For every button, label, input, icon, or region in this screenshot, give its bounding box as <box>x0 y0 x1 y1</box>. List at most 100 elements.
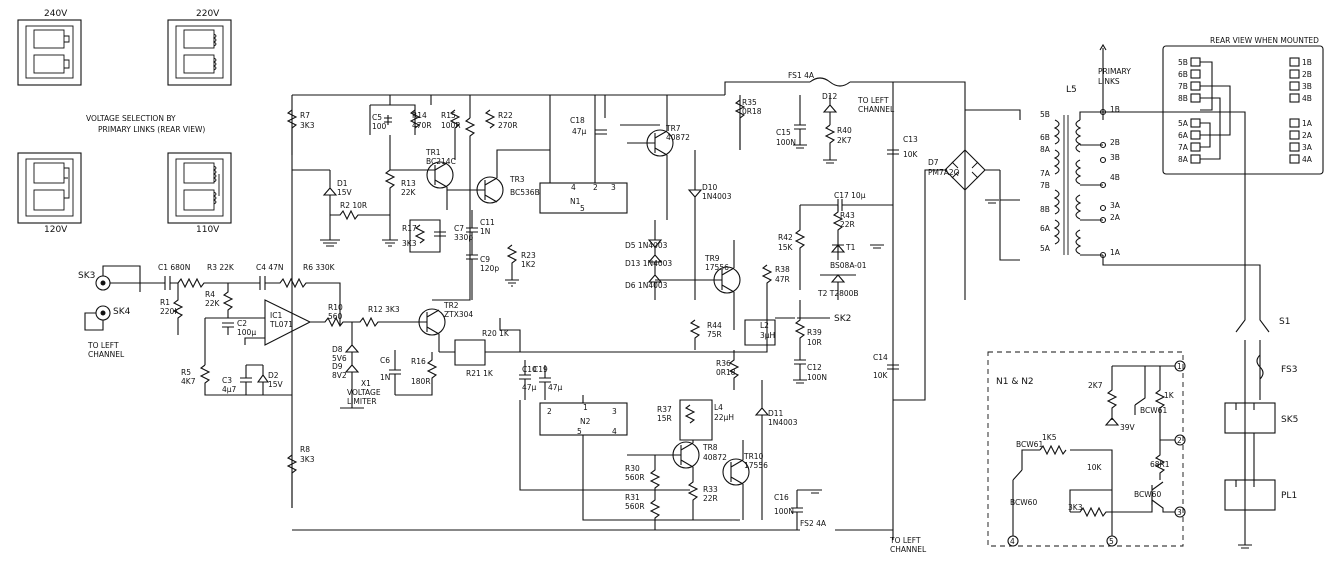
l5-label: L5 <box>1066 85 1077 95</box>
r44-value: 75R <box>707 330 722 339</box>
voltage-option-220: 220V <box>196 9 220 19</box>
r42-value: 15K <box>778 243 794 252</box>
r16-value: 180R <box>411 377 431 386</box>
l4-label: L4 <box>714 403 723 412</box>
link-diagram-120 <box>17 152 82 224</box>
r16-label: R16 <box>411 357 426 366</box>
rear-pin-right-1b: 1B <box>1302 58 1312 67</box>
c13-value: 10K <box>903 150 919 159</box>
r5-value: 4K7 <box>181 377 196 386</box>
rear-pin-left-5a-box <box>1190 118 1201 128</box>
rear-pin-right-4b-box <box>1289 93 1300 103</box>
d10-label: D10 <box>702 183 718 192</box>
rear-pin-left-8b: 8B <box>1178 94 1188 103</box>
output-stage-bottom: C10 47µ C19 47µ N2 5 2 1 3 4 R37 15R L4 … <box>519 360 927 554</box>
c5-label: C5 <box>372 113 382 122</box>
tr8-value: 40872 <box>703 453 727 462</box>
n2-label: N2 <box>580 417 591 426</box>
r17-label: R17 <box>402 224 417 233</box>
inset-r-10k: 10K <box>1087 463 1103 472</box>
inset-r-1k5: 1K5 <box>1042 433 1057 442</box>
tr2-label: TR2 <box>443 301 459 310</box>
r21-label: R21 1K <box>466 369 494 378</box>
r13-value: 22K <box>401 188 417 197</box>
d11-label: D11 <box>768 409 784 418</box>
inset-title: N1 & N2 <box>996 377 1034 387</box>
tap-4b: 4B <box>1110 173 1120 182</box>
left-channel-note-3b: CHANNEL <box>890 545 927 554</box>
r4-label: R4 <box>205 290 215 299</box>
c12-value: 100N <box>807 373 827 382</box>
fs2-label: FS2 4A <box>800 519 827 528</box>
n2-pin-2: 2 <box>547 407 552 416</box>
d12-label: D12 <box>822 92 838 101</box>
tap-2a: 2A <box>1110 213 1121 222</box>
c16-value: 100N <box>774 507 794 516</box>
t1-label: T1 <box>845 243 856 252</box>
r22-label: R22 <box>498 111 513 120</box>
input-section: SK3 SK4 TO LEFT CHANNEL C1 680N R3 22K C… <box>78 263 341 396</box>
c12-label: C12 <box>807 363 822 372</box>
r33-label: R33 <box>703 485 718 494</box>
l2-label: L2 <box>760 321 769 330</box>
n2-pin-4: 4 <box>612 427 617 436</box>
r10-value: 560 <box>328 312 343 321</box>
inset-r-1k: 1K <box>1164 391 1175 400</box>
ic1-label: IC1 <box>270 311 282 320</box>
c15-label: C15 <box>776 128 791 137</box>
inset-pin-3: 3 <box>1177 508 1182 517</box>
inset-pin-4: 4 <box>1010 537 1015 546</box>
r4-value: 22K <box>205 299 221 308</box>
r13-label: R13 <box>401 179 416 188</box>
pl1-label: PL1 <box>1281 491 1297 501</box>
voltage-caption-2: PRIMARY LINKS (REAR VIEW) <box>98 125 205 134</box>
tap-3b: 3B <box>1110 153 1120 162</box>
r31-value: 560R <box>625 502 645 511</box>
d1-value: 15V <box>337 188 353 197</box>
c6-value: 1N <box>380 373 390 382</box>
r37-value: 15R <box>657 414 672 423</box>
r36-label: R36 <box>716 359 731 368</box>
r20-label: R20 1K <box>482 329 510 338</box>
d13-label: D13 1N4003 <box>625 259 672 268</box>
driver-section: R10 560 R12 3K3 D8 5V6 D9 8V2 X1 VOLTAGE… <box>286 104 550 508</box>
tap-1b: 1B <box>1110 105 1120 114</box>
r39-value: 10R <box>807 338 822 347</box>
r40-value: 2K7 <box>837 136 852 145</box>
r23-label: R23 <box>521 251 536 260</box>
c2-label: C2 <box>237 319 247 328</box>
c5-value: 100 <box>372 122 387 131</box>
r14-value: 470R <box>412 121 432 130</box>
fs3-label: FS3 <box>1281 365 1297 375</box>
r2-label: R2 10R <box>340 201 367 210</box>
c9-label: C9 <box>480 255 490 264</box>
r12-label: R12 3K3 <box>368 305 400 314</box>
voltage-note: VOLTAGE <box>347 388 381 397</box>
rear-pin-right-2a-box <box>1289 130 1300 140</box>
left-channel-note-1b: CHANNEL <box>88 350 125 359</box>
d6-label: D6 1N4003 <box>625 281 668 290</box>
voltage-option-120: 120V <box>44 225 68 235</box>
link-diagram-110 <box>167 152 232 224</box>
n1-pin-3: 3 <box>611 183 616 192</box>
tr2-value: ZTX304 <box>444 310 473 319</box>
r23-value: 1K2 <box>521 260 536 269</box>
tr8-label: TR8 <box>702 443 718 452</box>
rear-pin-right-3a: 3A <box>1302 143 1313 152</box>
tr9-label: TR9 <box>704 254 720 263</box>
d5-label: D5 1N4003 <box>625 241 668 250</box>
r31-label: R31 <box>625 493 640 502</box>
protection-section: FS1 4A C15 100N D12 R40 2K7 TO LEFT CHAN… <box>776 71 1000 401</box>
r30-value: 560R <box>625 473 645 482</box>
rear-pin-left-7b: 7B <box>1178 82 1188 91</box>
left-channel-note-3a: TO LEFT <box>889 536 921 545</box>
r39-label: R39 <box>807 328 822 337</box>
r42-label: R42 <box>778 233 793 242</box>
tr3-label: TR3 <box>509 175 525 184</box>
left-channel-note-2a: TO LEFT <box>857 96 889 105</box>
rear-pin-right-2b: 2B <box>1302 70 1312 79</box>
r8-label: R8 <box>300 445 310 454</box>
